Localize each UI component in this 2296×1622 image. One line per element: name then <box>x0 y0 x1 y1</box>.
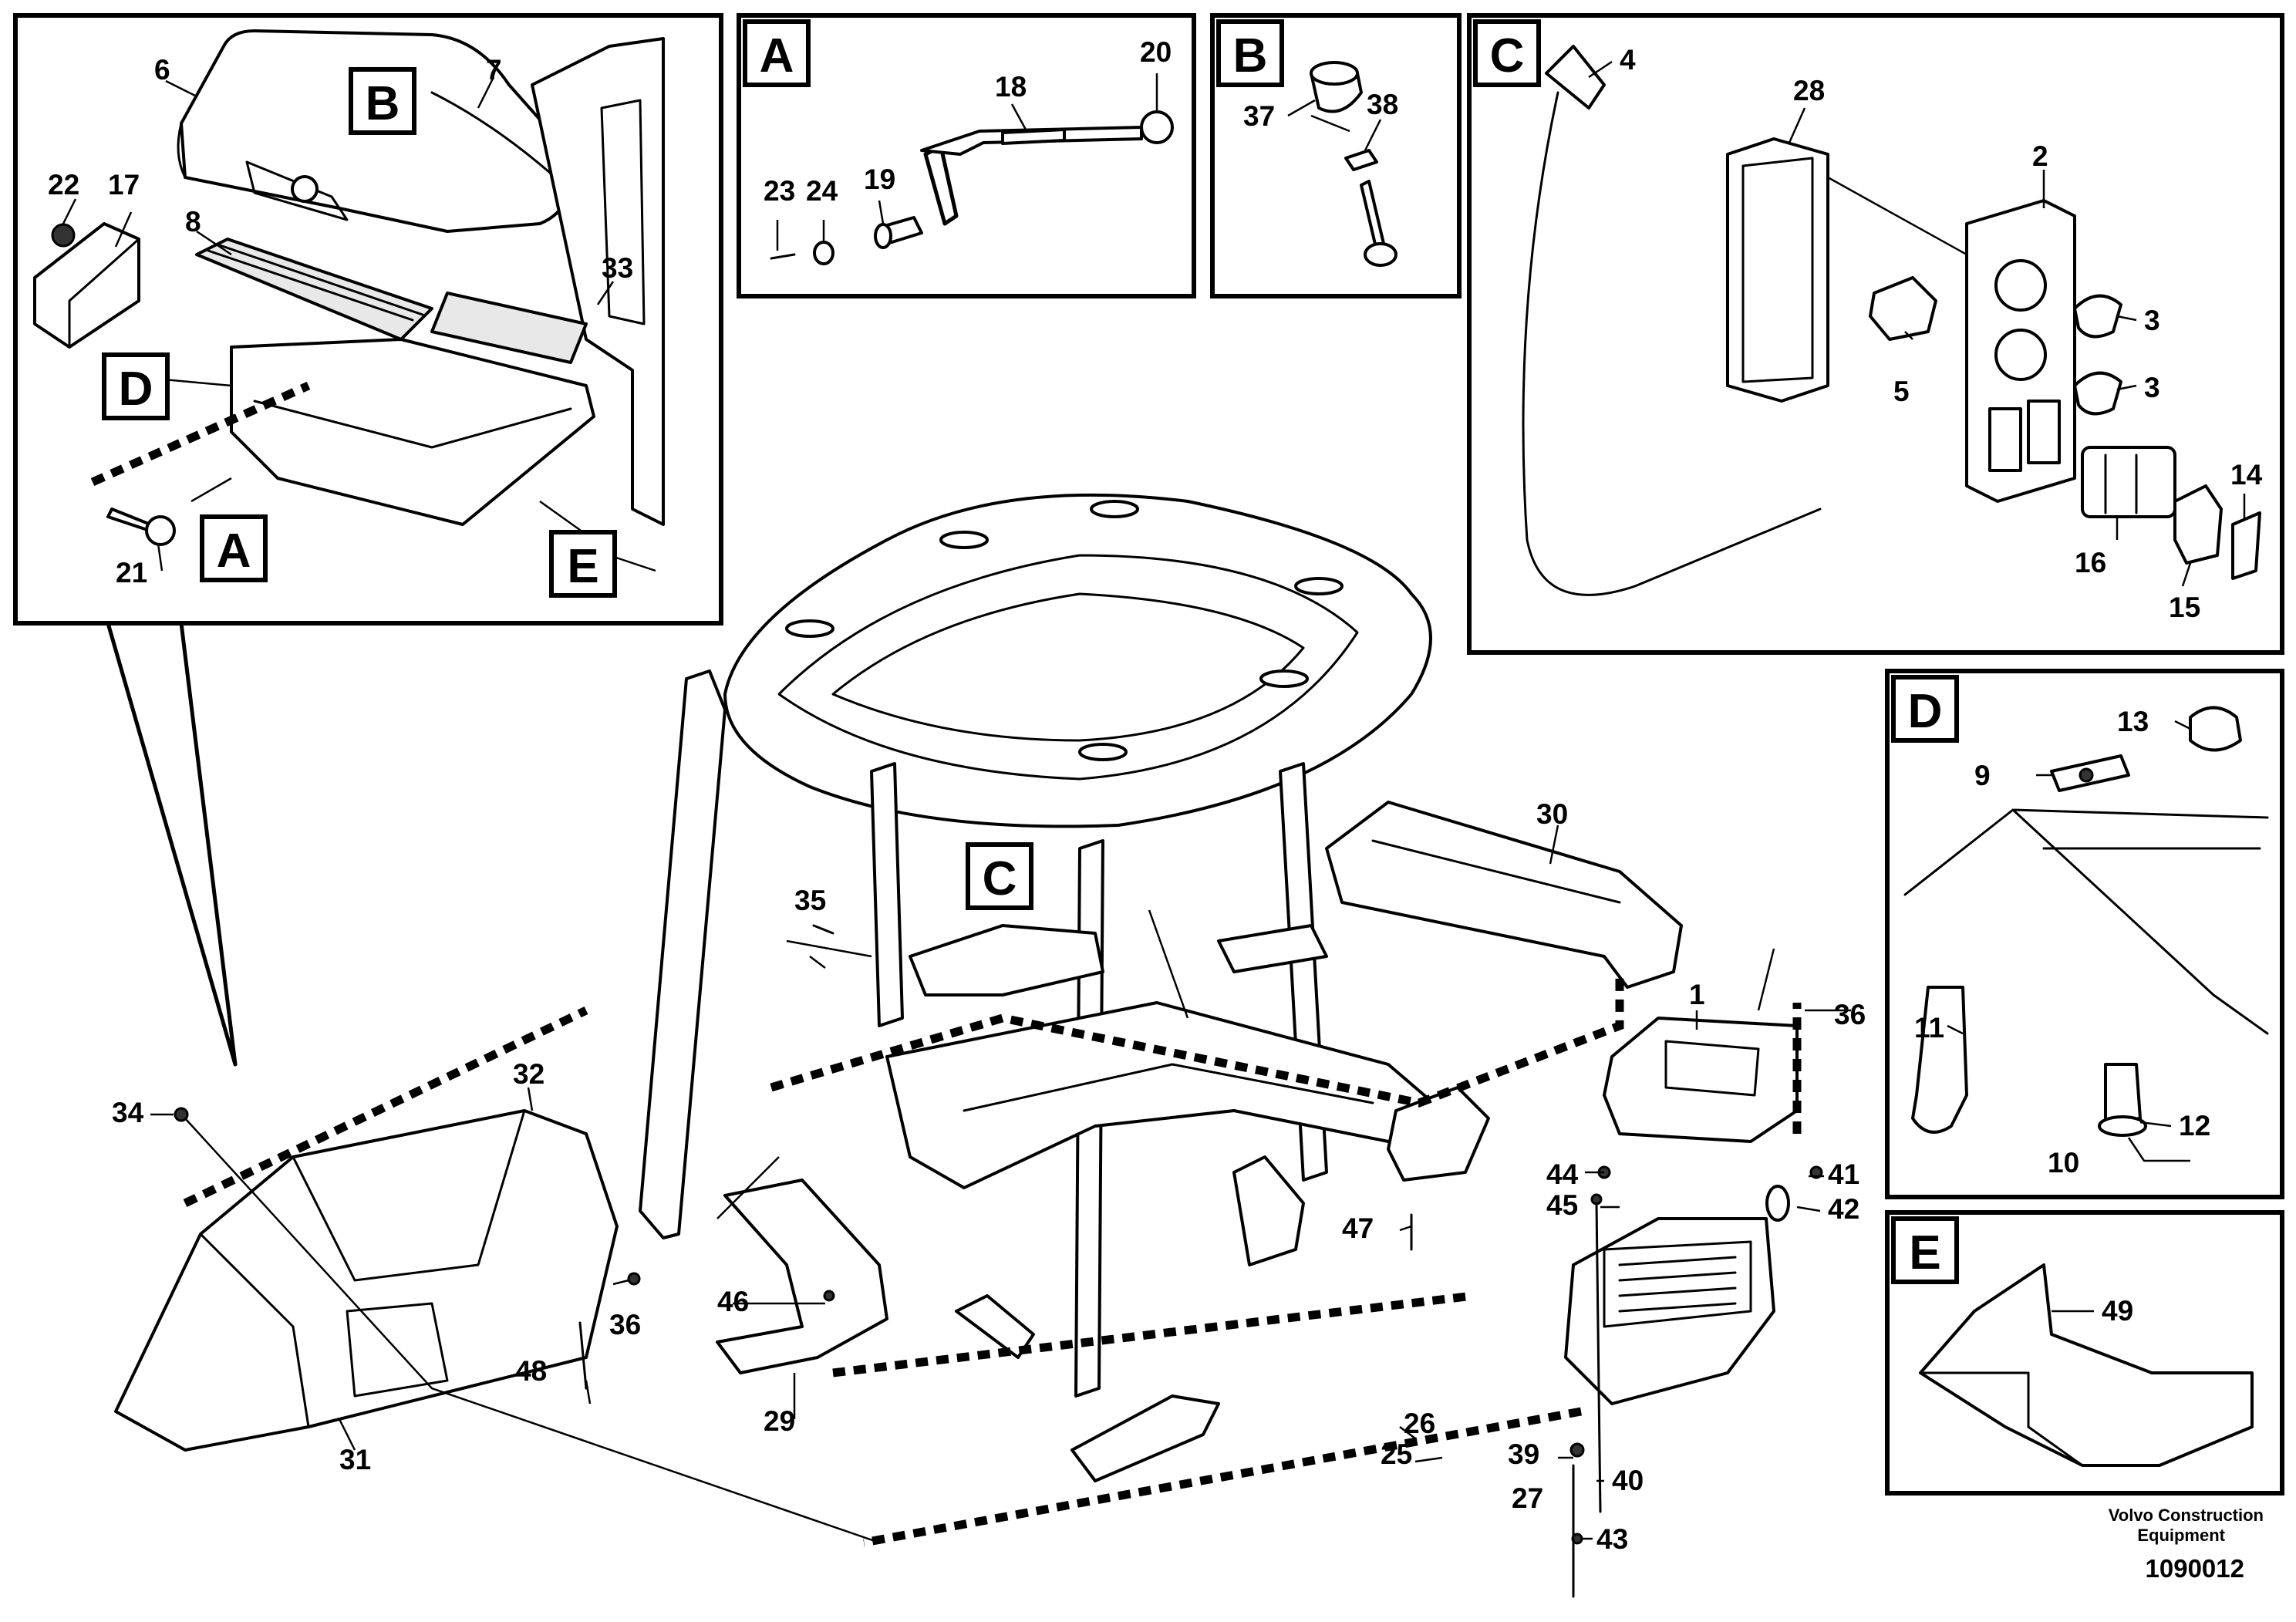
callout-2: 2 <box>2032 140 2048 172</box>
callout-39: 39 <box>1508 1438 1539 1470</box>
brand-line-1: Volvo Construction <box>2109 1506 2264 1525</box>
detail-box-a <box>737 13 1196 298</box>
callout-4: 4 <box>1620 44 1636 76</box>
callout-24: 24 <box>806 175 838 207</box>
callout-18: 18 <box>995 71 1027 103</box>
callout-32: 32 <box>513 1058 544 1090</box>
callout-17: 17 <box>108 169 140 201</box>
callout-20: 20 <box>1140 36 1172 68</box>
label-c-main: C <box>983 852 1017 905</box>
callout-30: 30 <box>1536 798 1568 830</box>
callout-28: 28 <box>1793 75 1825 106</box>
main-cab-assembly <box>114 493 1851 1598</box>
callout-47: 47 <box>1342 1212 1374 1244</box>
brand-line-2: Equipment <box>2137 1526 2225 1545</box>
label-e-inset: E <box>567 540 598 593</box>
letter-labels: B D A E C A B C D E <box>102 19 1959 1284</box>
callout-25: 25 <box>1381 1438 1412 1470</box>
callout-7: 7 <box>486 54 502 86</box>
callout-1: 1 <box>1689 979 1705 1010</box>
callout-48: 48 <box>515 1355 547 1387</box>
detail-box-b <box>1210 13 1462 298</box>
callout-3a: 3 <box>2144 305 2160 336</box>
detail-box-c <box>1467 13 2284 655</box>
callout-35: 35 <box>794 885 826 916</box>
callout-23: 23 <box>764 175 795 207</box>
detail-box-d <box>1885 669 2284 1199</box>
label-c-box: C <box>1490 29 1525 83</box>
callout-14: 14 <box>2230 459 2263 491</box>
callout-42: 42 <box>1828 1193 1859 1225</box>
callout-37: 37 <box>1243 100 1275 132</box>
callout-44: 44 <box>1546 1158 1579 1190</box>
callout-40: 40 <box>1612 1465 1644 1496</box>
callout-33: 33 <box>602 252 633 284</box>
label-d-inset: D <box>119 363 153 416</box>
callout-10: 10 <box>2048 1147 2079 1179</box>
callout-5: 5 <box>1893 376 1910 407</box>
callout-36b: 36 <box>609 1309 641 1340</box>
callout-3b: 3 <box>2144 372 2160 403</box>
callout-21: 21 <box>116 557 147 588</box>
callout-38: 38 <box>1367 89 1398 120</box>
callout-34: 34 <box>112 1097 144 1128</box>
callout-26: 26 <box>1404 1408 1435 1439</box>
label-e-box: E <box>1909 1226 1940 1280</box>
callout-19: 19 <box>864 164 895 195</box>
callout-27: 27 <box>1512 1482 1543 1514</box>
label-b-box: B <box>1233 29 1268 83</box>
callout-43: 43 <box>1596 1523 1628 1555</box>
callout-31: 31 <box>339 1444 371 1475</box>
drawing-code: 1090012 <box>2146 1554 2244 1583</box>
callout-45: 45 <box>1546 1189 1578 1221</box>
label-b-inset: B <box>366 77 400 130</box>
label-d-box: D <box>1908 685 1943 738</box>
callout-29: 29 <box>764 1405 795 1437</box>
callout-12: 12 <box>2179 1110 2210 1141</box>
footer: Volvo Construction Equipment 1090012 <box>2109 1506 2264 1583</box>
detail-box-e <box>1885 1210 2284 1496</box>
callout-22: 22 <box>48 169 79 201</box>
callout-13: 13 <box>2117 706 2149 737</box>
callout-8: 8 <box>185 206 201 238</box>
callout-49: 49 <box>2102 1295 2133 1327</box>
callout-46: 46 <box>717 1286 749 1317</box>
callout-9: 9 <box>1974 760 1991 791</box>
callout-11: 11 <box>1914 1012 1944 1044</box>
part-callouts: 6 7 8 22 17 33 21 18 20 23 24 19 37 38 4… <box>48 36 2263 1555</box>
callout-41: 41 <box>1828 1158 1859 1190</box>
label-a-inset: A <box>217 524 251 578</box>
callout-15: 15 <box>2169 592 2200 623</box>
label-a-box: A <box>760 29 794 83</box>
callout-6: 6 <box>154 54 170 86</box>
callout-36a: 36 <box>1834 999 1866 1030</box>
callout-16: 16 <box>2075 547 2106 578</box>
